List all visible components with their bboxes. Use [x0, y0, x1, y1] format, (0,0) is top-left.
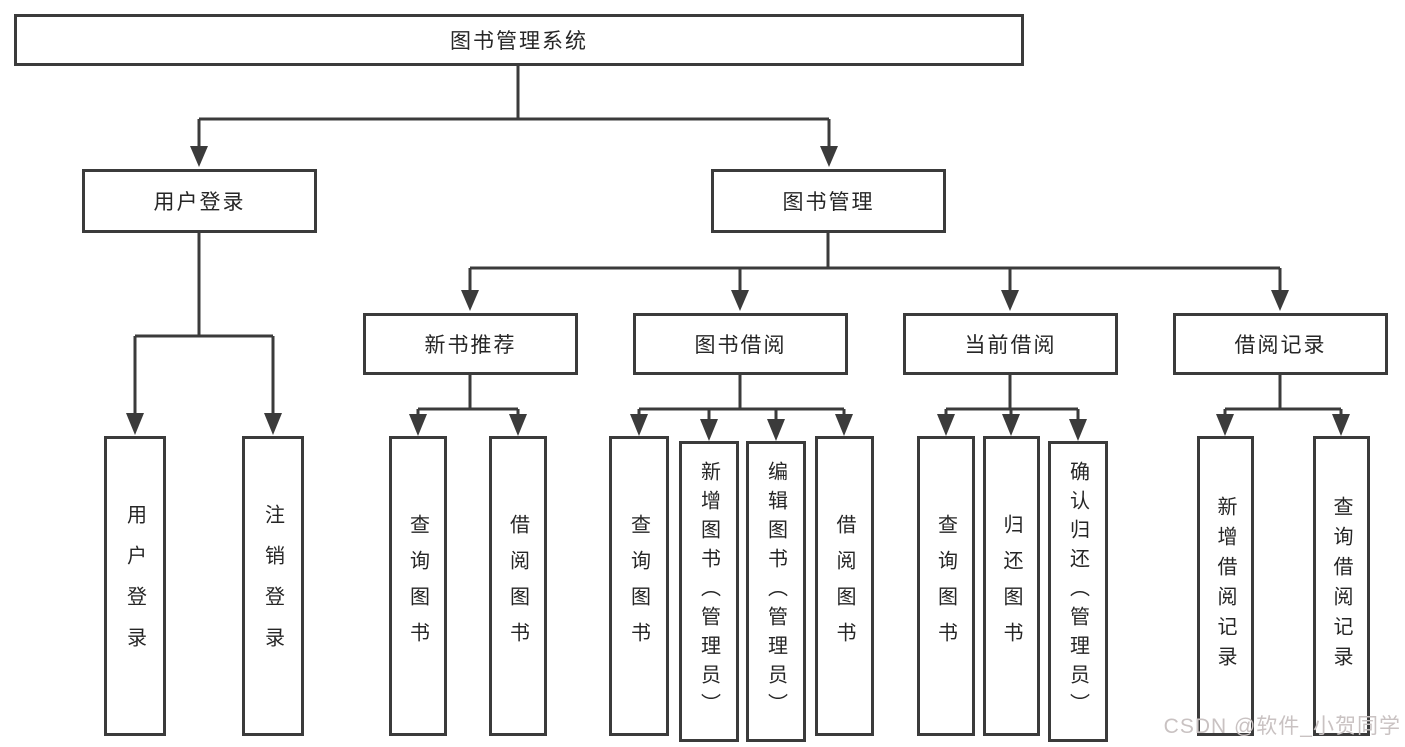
- arrowhead-icon: [1069, 419, 1087, 441]
- leaf-borrow-books: 借阅图书: [815, 436, 874, 736]
- leaf-logout: 注销登录: [242, 436, 304, 736]
- leaf-query-borrow-record: 查询借阅记录: [1313, 436, 1370, 736]
- arrowhead-icon: [731, 290, 749, 311]
- arrowhead-icon: [1332, 414, 1350, 436]
- node-book-borrow: 图书借阅: [633, 313, 848, 375]
- connector-current-borrow: [937, 375, 1087, 441]
- arrowhead-icon: [126, 413, 144, 435]
- node-borrow-records: 借阅记录: [1173, 313, 1388, 375]
- leaf-add-borrow-record: 新增借阅记录: [1197, 436, 1254, 736]
- leaf-confirm-return-admin: 确认归还（管理员）: [1048, 441, 1108, 742]
- node-root: 图书管理系统: [14, 14, 1024, 66]
- leaf-query-books-recommend: 查询图书: [389, 436, 447, 736]
- arrowhead-icon: [264, 413, 282, 435]
- connector-book-management: [461, 233, 1289, 311]
- connector-book-borrow: [630, 375, 853, 441]
- arrowhead-icon: [1271, 290, 1289, 311]
- arrowhead-icon: [630, 414, 648, 436]
- node-book-management: 图书管理: [711, 169, 946, 233]
- leaf-edit-books-admin: 编辑图书（管理员）: [746, 441, 806, 742]
- connector-root: [190, 66, 838, 167]
- connector-user-login: [126, 233, 282, 435]
- arrowhead-icon: [1216, 414, 1234, 436]
- leaf-borrow-books-recommend: 借阅图书: [489, 436, 547, 736]
- arrowhead-icon: [461, 290, 479, 311]
- leaf-user-login: 用户登录: [104, 436, 166, 736]
- node-user-login: 用户登录: [82, 169, 317, 233]
- arrowhead-icon: [509, 414, 527, 436]
- arrowhead-icon: [835, 414, 853, 436]
- node-current-borrow: 当前借阅: [903, 313, 1118, 375]
- node-new-book-recommend: 新书推荐: [363, 313, 578, 375]
- connector-new-book: [409, 375, 527, 436]
- arrowhead-icon: [409, 414, 427, 436]
- arrowhead-icon: [767, 419, 785, 441]
- leaf-add-books-admin: 新增图书（管理员）: [679, 441, 739, 742]
- leaf-query-books-current: 查询图书: [917, 436, 975, 736]
- connector-borrow-records: [1216, 375, 1350, 436]
- leaf-query-books-borrow: 查询图书: [609, 436, 669, 736]
- arrowhead-icon: [937, 414, 955, 436]
- arrowhead-icon: [700, 419, 718, 441]
- leaf-return-books: 归还图书: [983, 436, 1040, 736]
- arrowhead-icon: [190, 146, 208, 167]
- arrowhead-icon: [1001, 290, 1019, 311]
- arrowhead-icon: [1002, 414, 1020, 436]
- arrowhead-icon: [820, 146, 838, 167]
